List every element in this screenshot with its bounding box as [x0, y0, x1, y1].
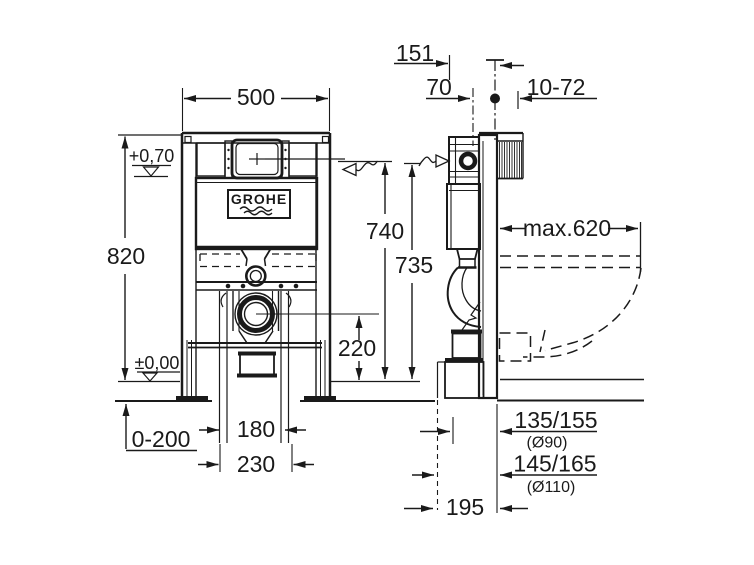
dim-bolt-spacing: 180	[199, 416, 306, 442]
dim-label: 230	[237, 451, 275, 477]
dim-label: 820	[107, 243, 145, 269]
upper-crossbar	[196, 281, 317, 291]
squiggle-icon	[355, 160, 379, 172]
actuation-arrow-front	[341, 160, 379, 177]
dim-label: 735	[395, 252, 433, 278]
frame-outline	[176, 131, 336, 402]
dim-pan-depth: max.620	[500, 215, 642, 272]
floor-lines	[115, 380, 435, 402]
drain-reference-lines	[436, 400, 498, 513]
arrow-icon	[435, 153, 451, 169]
left-foot	[176, 396, 208, 402]
lower-crossbar-outlet	[188, 330, 322, 378]
dim-plate-height-740: 740	[338, 160, 404, 379]
drain-connector	[220, 291, 379, 336]
hidden-bracket	[199, 253, 317, 268]
flush-pipe	[240, 248, 272, 287]
dim-sublabel: (Ø90)	[527, 435, 568, 452]
cistern-profile	[446, 136, 481, 250]
dim-width-500: 500	[181, 84, 331, 131]
datum-floor-level: ±0,00	[118, 353, 180, 383]
dim-label: 151	[396, 40, 434, 66]
dim-label: 195	[446, 494, 484, 520]
brand-text: GROHE	[231, 191, 287, 207]
cistern: GROHE	[194, 176, 319, 251]
front-view: GROHE	[107, 84, 435, 477]
dim-outlet-height: 220	[338, 316, 376, 380]
dim-wall-range-10-72: 10-72	[517, 74, 597, 109]
dim-outlet-width: 230	[198, 444, 314, 477]
datum-triangle-icon	[141, 372, 159, 382]
dim-supply-offset-70: 70	[426, 74, 474, 146]
dim-label: max.620	[523, 215, 611, 241]
reference-dot	[490, 93, 500, 104]
squiggle-icon	[418, 156, 437, 167]
hatch-block	[499, 142, 522, 178]
floor-lines-side	[497, 378, 644, 402]
datum-plate-level: +0,70	[129, 146, 175, 178]
supply-connection	[458, 151, 478, 171]
arrow-icon	[341, 162, 357, 177]
wall-plumb-line	[486, 59, 504, 140]
wave-icon	[239, 206, 273, 212]
dim-label: 220	[338, 335, 376, 361]
side-view: 740 735 151 70	[338, 40, 644, 520]
dim-label: 70	[426, 74, 452, 100]
dim-depth-151: 151	[394, 40, 524, 80]
dim-label: 740	[366, 218, 404, 244]
dim-sublabel: (Ø110)	[527, 479, 576, 496]
dim-cistern-height-735: 735	[395, 162, 433, 379]
wave-icon	[243, 210, 273, 216]
dim-label: 0-200	[132, 426, 191, 452]
dim-label: 180	[237, 416, 275, 442]
dim-label: 10-72	[527, 74, 586, 100]
flush-bend	[436, 248, 485, 399]
datum-triangle-icon	[142, 166, 160, 177]
dim-label: 135/155	[514, 407, 597, 433]
dim-drain-offset: 195	[404, 494, 528, 520]
flush-plate-window	[196, 138, 345, 180]
dim-drain-b: 145/165 (Ø110)	[412, 451, 597, 496]
actuation-arrow-side	[418, 153, 451, 169]
dim-label: 500	[237, 84, 275, 110]
support-rail	[477, 131, 524, 400]
dim-foot-adjust: 0-200	[122, 404, 197, 452]
dim-label: 145/165	[513, 451, 596, 477]
datum-label: +0,70	[129, 146, 175, 166]
dim-drain-a: 135/155 (Ø90)	[420, 407, 598, 452]
wc-pan-dashed	[498, 255, 642, 362]
dim-height-820: 820	[107, 134, 182, 380]
fixing-bolts	[218, 291, 290, 443]
pipe-break-icon	[461, 301, 481, 331]
grohe-logo: GROHE	[227, 189, 291, 219]
right-foot	[304, 396, 336, 402]
datum-label: ±0,00	[135, 353, 180, 373]
